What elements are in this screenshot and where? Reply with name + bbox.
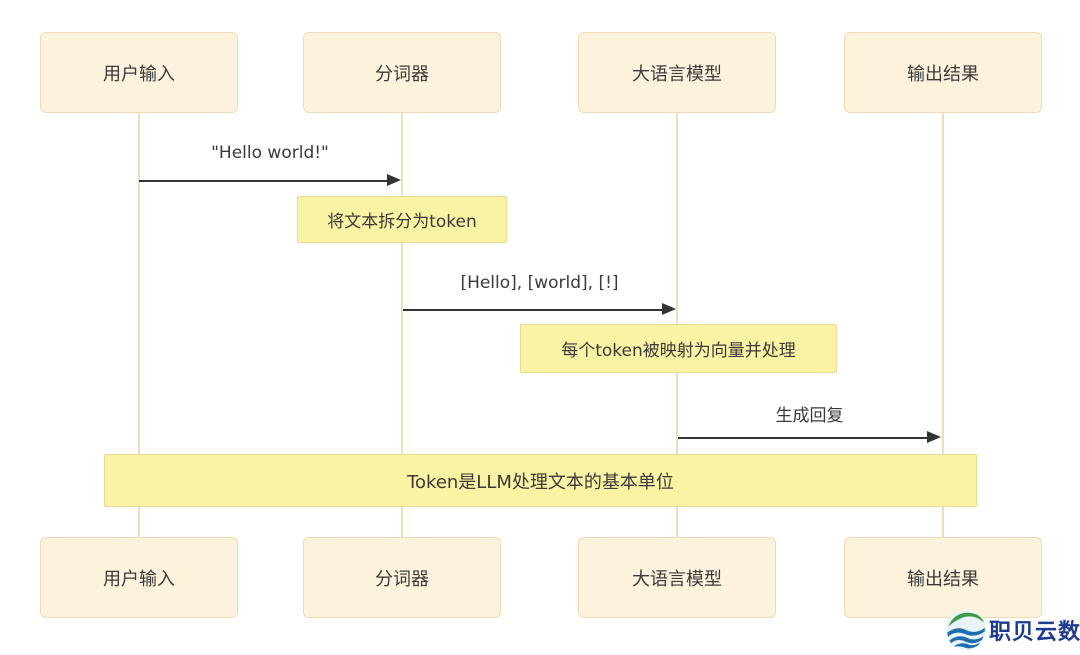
participant-bottom-output: 输出结果 <box>844 537 1042 618</box>
participant-top-output: 输出结果 <box>844 32 1042 113</box>
participant-label: 分词器 <box>375 63 429 85</box>
participant-label: 大语言模型 <box>632 63 722 85</box>
participant-bottom-user-input: 用户输入 <box>40 537 238 618</box>
lifeline-tokenizer <box>401 113 403 538</box>
note-text: Token是LLM处理文本的基本单位 <box>407 471 674 493</box>
participant-label: 用户输入 <box>103 63 175 85</box>
participant-top-tokenizer: 分词器 <box>303 32 501 113</box>
participant-bottom-tokenizer: 分词器 <box>303 537 501 618</box>
note-text: 每个token被映射为向量并处理 <box>561 341 796 361</box>
participant-label: 用户输入 <box>103 568 175 590</box>
note-token-basic-unit: Token是LLM处理文本的基本单位 <box>104 454 977 507</box>
brand-logo-icon <box>944 608 988 652</box>
arrow-line <box>678 437 936 439</box>
brand-watermark: 职贝云数 <box>944 608 1080 652</box>
participant-label: 输出结果 <box>907 63 979 85</box>
participant-label: 大语言模型 <box>632 568 722 590</box>
brand-name: 职贝云数 <box>989 620 1080 645</box>
arrowhead-icon <box>662 303 676 315</box>
arrow-tokenizer-to-llm <box>403 303 676 316</box>
note-text: 将文本拆分为token <box>327 212 477 232</box>
participant-label: 分词器 <box>375 568 429 590</box>
participant-top-llm: 大语言模型 <box>578 32 776 113</box>
message-label-hello-world: "Hello world!" <box>211 143 329 163</box>
arrowhead-icon <box>927 431 941 443</box>
lifeline-output <box>942 113 944 538</box>
arrow-llm-to-output <box>678 431 941 444</box>
participant-bottom-llm: 大语言模型 <box>578 537 776 618</box>
note-token-mapped-to-vector: 每个token被映射为向量并处理 <box>520 324 837 373</box>
arrowhead-icon <box>387 174 401 186</box>
message-label-tokens: [Hello], [world], [!] <box>460 273 619 293</box>
participant-label: 输出结果 <box>907 568 979 590</box>
arrow-line <box>403 309 671 311</box>
note-split-text-to-token: 将文本拆分为token <box>297 196 507 243</box>
arrow-line <box>139 180 396 182</box>
message-label-generate-reply: 生成回复 <box>775 406 844 426</box>
lifeline-user-input <box>138 113 140 538</box>
arrow-user-input-to-tokenizer <box>139 174 401 187</box>
participant-top-user-input: 用户输入 <box>40 32 238 113</box>
